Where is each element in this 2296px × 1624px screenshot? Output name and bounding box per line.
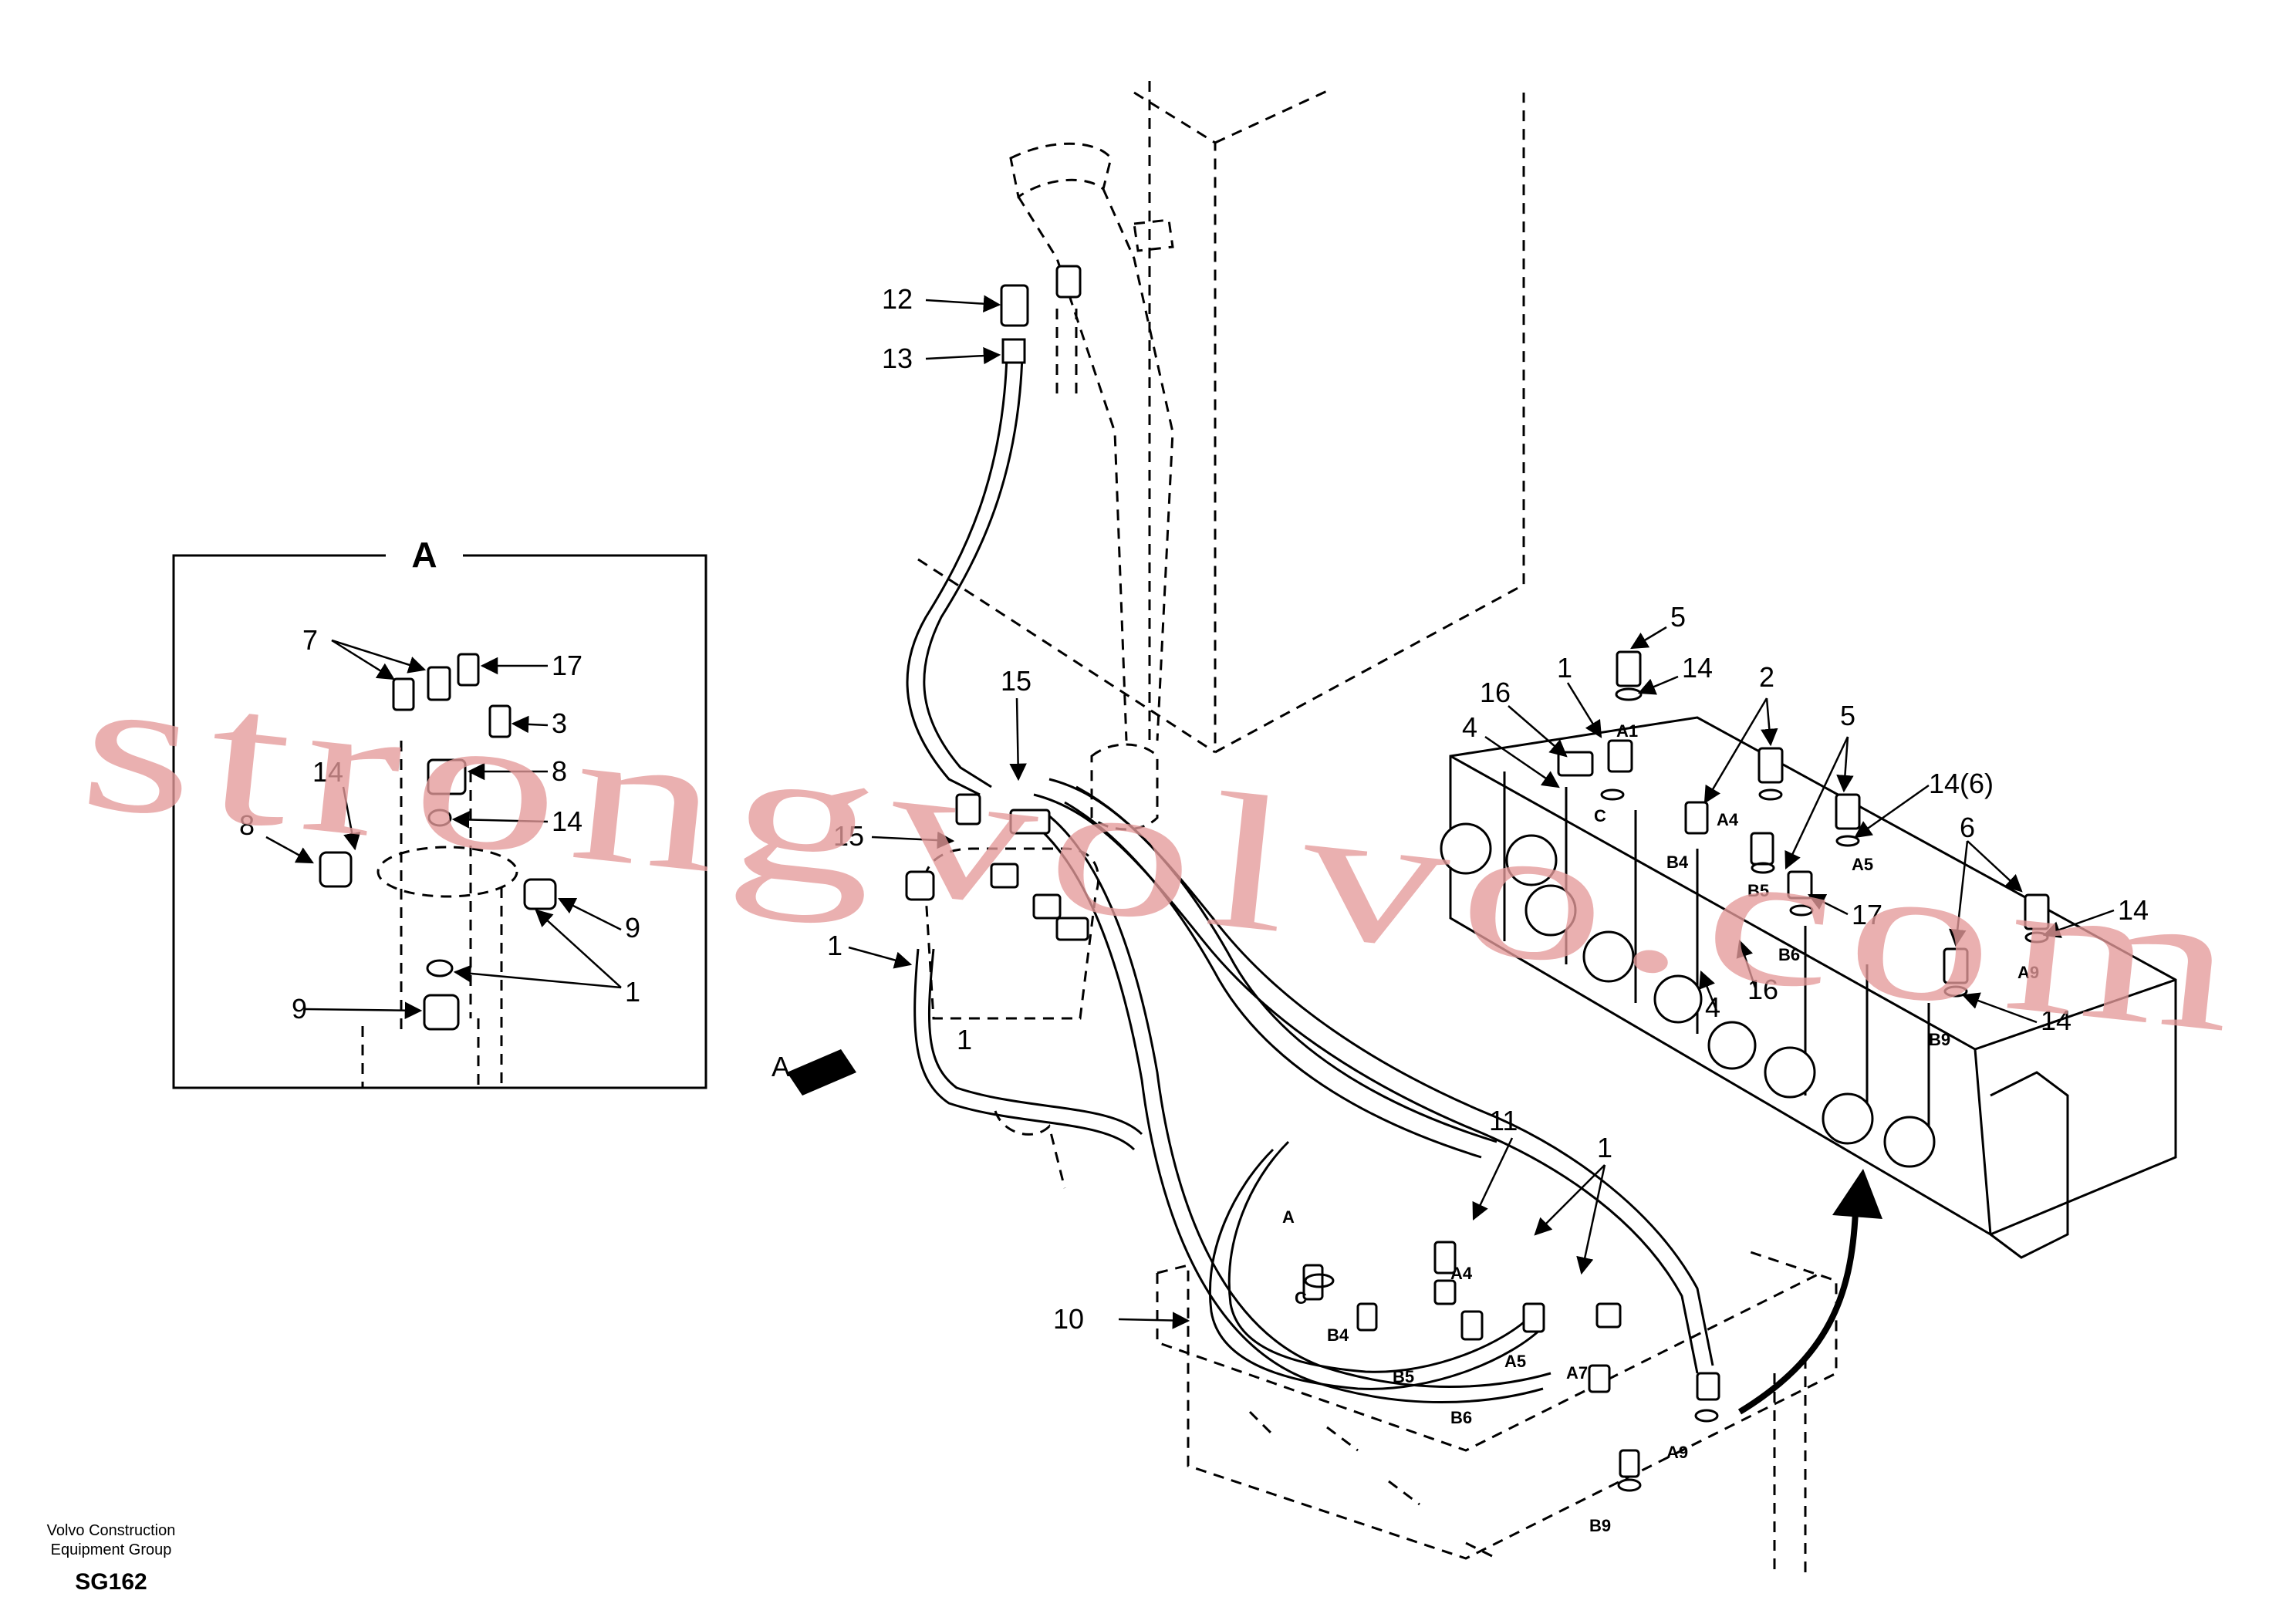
port-label: C bbox=[1594, 806, 1606, 826]
port-label: A1 bbox=[1616, 721, 1638, 741]
leader-lines bbox=[265, 295, 2115, 1329]
lower-control-valve bbox=[1156, 1248, 1838, 1574]
callout: 14 bbox=[552, 805, 582, 837]
port-label: A7 bbox=[1566, 1363, 1588, 1383]
callout: 9 bbox=[292, 993, 307, 1025]
upper-hose bbox=[906, 265, 1082, 796]
callout: 17 bbox=[552, 650, 582, 681]
callout: 14(6) bbox=[1929, 768, 1994, 799]
hose-fitting bbox=[1001, 338, 1026, 364]
callout: 9 bbox=[625, 912, 640, 944]
port-labels-lower: A C A4 B4 B5 A5 B6 A7 A9 B9 bbox=[1282, 1207, 1688, 1535]
port-label: B9 bbox=[1929, 1030, 1950, 1049]
callout: 2 bbox=[1759, 661, 1774, 693]
port-label: B6 bbox=[1778, 945, 1800, 964]
upper-manifold bbox=[787, 793, 1100, 1189]
port-label: C bbox=[1295, 1288, 1307, 1308]
callout: 16 bbox=[1747, 974, 1778, 1005]
port-label: B5 bbox=[1747, 881, 1769, 900]
port-label: A4 bbox=[1450, 1264, 1473, 1283]
callout: 4 bbox=[1705, 991, 1720, 1023]
callout: 4 bbox=[1462, 711, 1477, 743]
view-arrow-a bbox=[787, 1049, 856, 1096]
callout: 3 bbox=[552, 707, 567, 739]
callout: 17 bbox=[1852, 899, 1882, 930]
boom-pipe bbox=[1009, 142, 1174, 831]
callout: 16 bbox=[1480, 677, 1511, 708]
port-label: B9 bbox=[1589, 1516, 1611, 1535]
port-label: B5 bbox=[1393, 1367, 1414, 1386]
port-label: A bbox=[1282, 1207, 1295, 1227]
fitting bbox=[1055, 917, 1089, 941]
callout: 14 bbox=[2118, 894, 2149, 926]
port-label: A4 bbox=[1717, 810, 1739, 829]
port-label: B4 bbox=[1666, 853, 1689, 872]
port-label: B4 bbox=[1327, 1325, 1349, 1345]
port-label: A5 bbox=[1852, 855, 1873, 874]
transfer-arrow bbox=[1737, 1210, 1859, 1415]
callout: 10 bbox=[1053, 1303, 1084, 1335]
machine-frame bbox=[917, 81, 1525, 754]
detail-title: A bbox=[411, 535, 437, 575]
callout: 12 bbox=[882, 283, 913, 315]
callout: 1 bbox=[957, 1024, 972, 1055]
callout: 8 bbox=[552, 755, 567, 787]
transfer-arrow-head bbox=[1832, 1169, 1882, 1219]
callouts-detail: 7 17 3 8 14 14 8 9 9 1 bbox=[239, 624, 640, 1025]
callout: 7 bbox=[302, 624, 318, 656]
callout: 14 bbox=[1682, 652, 1713, 684]
callout: 5 bbox=[1670, 601, 1686, 633]
fitting bbox=[990, 863, 1019, 889]
port-label: A9 bbox=[2017, 963, 2039, 982]
callout: 13 bbox=[882, 343, 913, 374]
callout: 1 bbox=[1597, 1132, 1612, 1163]
fitting bbox=[955, 793, 981, 826]
port-label: A9 bbox=[1666, 1443, 1688, 1462]
callouts-valve: 5 14 1 16 4 2 5 14(6) 6 14 17 16 4 14 bbox=[1462, 601, 2149, 1036]
callout: A bbox=[772, 1051, 790, 1082]
company-line1: Volvo Construction bbox=[47, 1522, 176, 1539]
callout: 1 bbox=[827, 930, 842, 961]
port-labels-upper: A1 C A4 B4 B5 A5 B6 A9 B9 bbox=[1594, 721, 2039, 1049]
callout: 5 bbox=[1840, 700, 1855, 731]
callout: 14 bbox=[2041, 1004, 2071, 1036]
callout: 1 bbox=[625, 976, 640, 1008]
solenoid-row bbox=[1440, 822, 1936, 1168]
fitting bbox=[1009, 809, 1051, 835]
callout: 11 bbox=[1489, 1105, 1518, 1136]
callout: 14 bbox=[312, 756, 343, 788]
callout: 15 bbox=[1001, 665, 1032, 697]
adapter-fitting bbox=[1055, 265, 1082, 299]
callout: 6 bbox=[1960, 812, 1975, 843]
detail-view-a: A bbox=[172, 535, 707, 1089]
callout: 1 bbox=[1557, 652, 1572, 684]
footer: Volvo Construction Equipment Group SG162 bbox=[47, 1522, 176, 1595]
callout: 8 bbox=[239, 809, 255, 841]
callout: 15 bbox=[833, 820, 864, 852]
fitting bbox=[1032, 893, 1062, 920]
company-line2: Equipment Group bbox=[51, 1541, 172, 1558]
drawing-code: SG162 bbox=[75, 1569, 147, 1595]
lower-valve-fittings bbox=[1302, 1241, 1720, 1492]
port-label: A5 bbox=[1504, 1352, 1526, 1371]
elbow-fitting bbox=[1000, 284, 1029, 327]
callouts-main: 12 13 15 15 1 1 A 10 11 1 bbox=[772, 283, 1612, 1335]
port-label: B6 bbox=[1450, 1408, 1472, 1427]
elbow-fitting bbox=[905, 870, 935, 901]
